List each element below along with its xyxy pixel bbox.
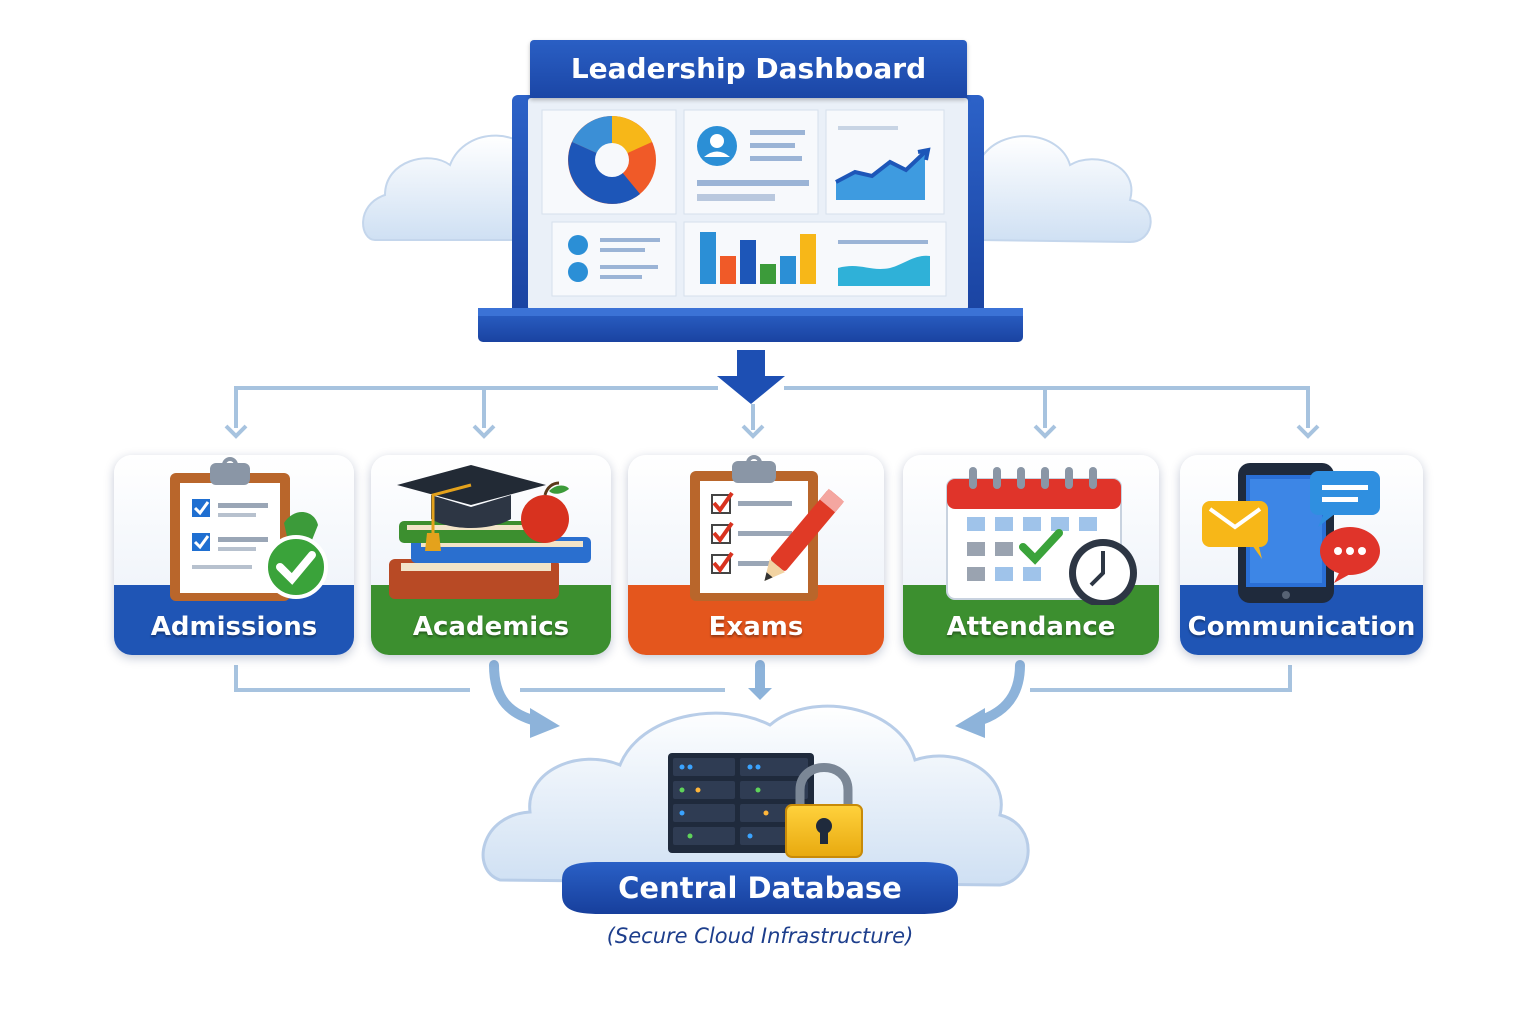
module-label: Exams	[708, 612, 804, 642]
bottom-arrowheads	[530, 688, 985, 738]
top-connector-lines	[234, 386, 1310, 430]
database-title: Central Database	[618, 871, 902, 905]
module-card-attendance[interactable]: Attendance	[903, 455, 1159, 655]
padlock-icon	[785, 763, 863, 858]
module-label: Communication	[1187, 612, 1416, 642]
exam-clipboard-icon	[690, 455, 845, 601]
module-card-exams[interactable]: Exams	[628, 455, 884, 655]
dashboard-title: Leadership Dashboard	[530, 40, 967, 98]
module-card-communication[interactable]: Communication	[1180, 455, 1423, 655]
phone-chat-icon	[1202, 463, 1380, 603]
graduation-books-icon	[389, 465, 591, 599]
cloud-right-icon	[979, 135, 1152, 244]
module-card-admissions[interactable]: Admissions	[114, 455, 354, 655]
calendar-clock-icon	[946, 467, 1137, 605]
dashboard-monitor-icon	[478, 95, 1023, 342]
module-label: Academics	[412, 612, 570, 642]
module-label: Attendance	[946, 612, 1116, 642]
module-card-academics[interactable]: Academics	[371, 455, 611, 655]
bottom-connector-lines	[234, 665, 1292, 692]
database-subtitle: (Secure Cloud Infrastructure)	[606, 924, 914, 948]
module-label: Admissions	[150, 612, 318, 642]
dashboard-down-arrow-icon	[717, 350, 785, 404]
top-connector-arrowheads	[224, 424, 1320, 439]
clipboard-check-icon	[170, 457, 328, 601]
database-banner	[562, 862, 958, 914]
